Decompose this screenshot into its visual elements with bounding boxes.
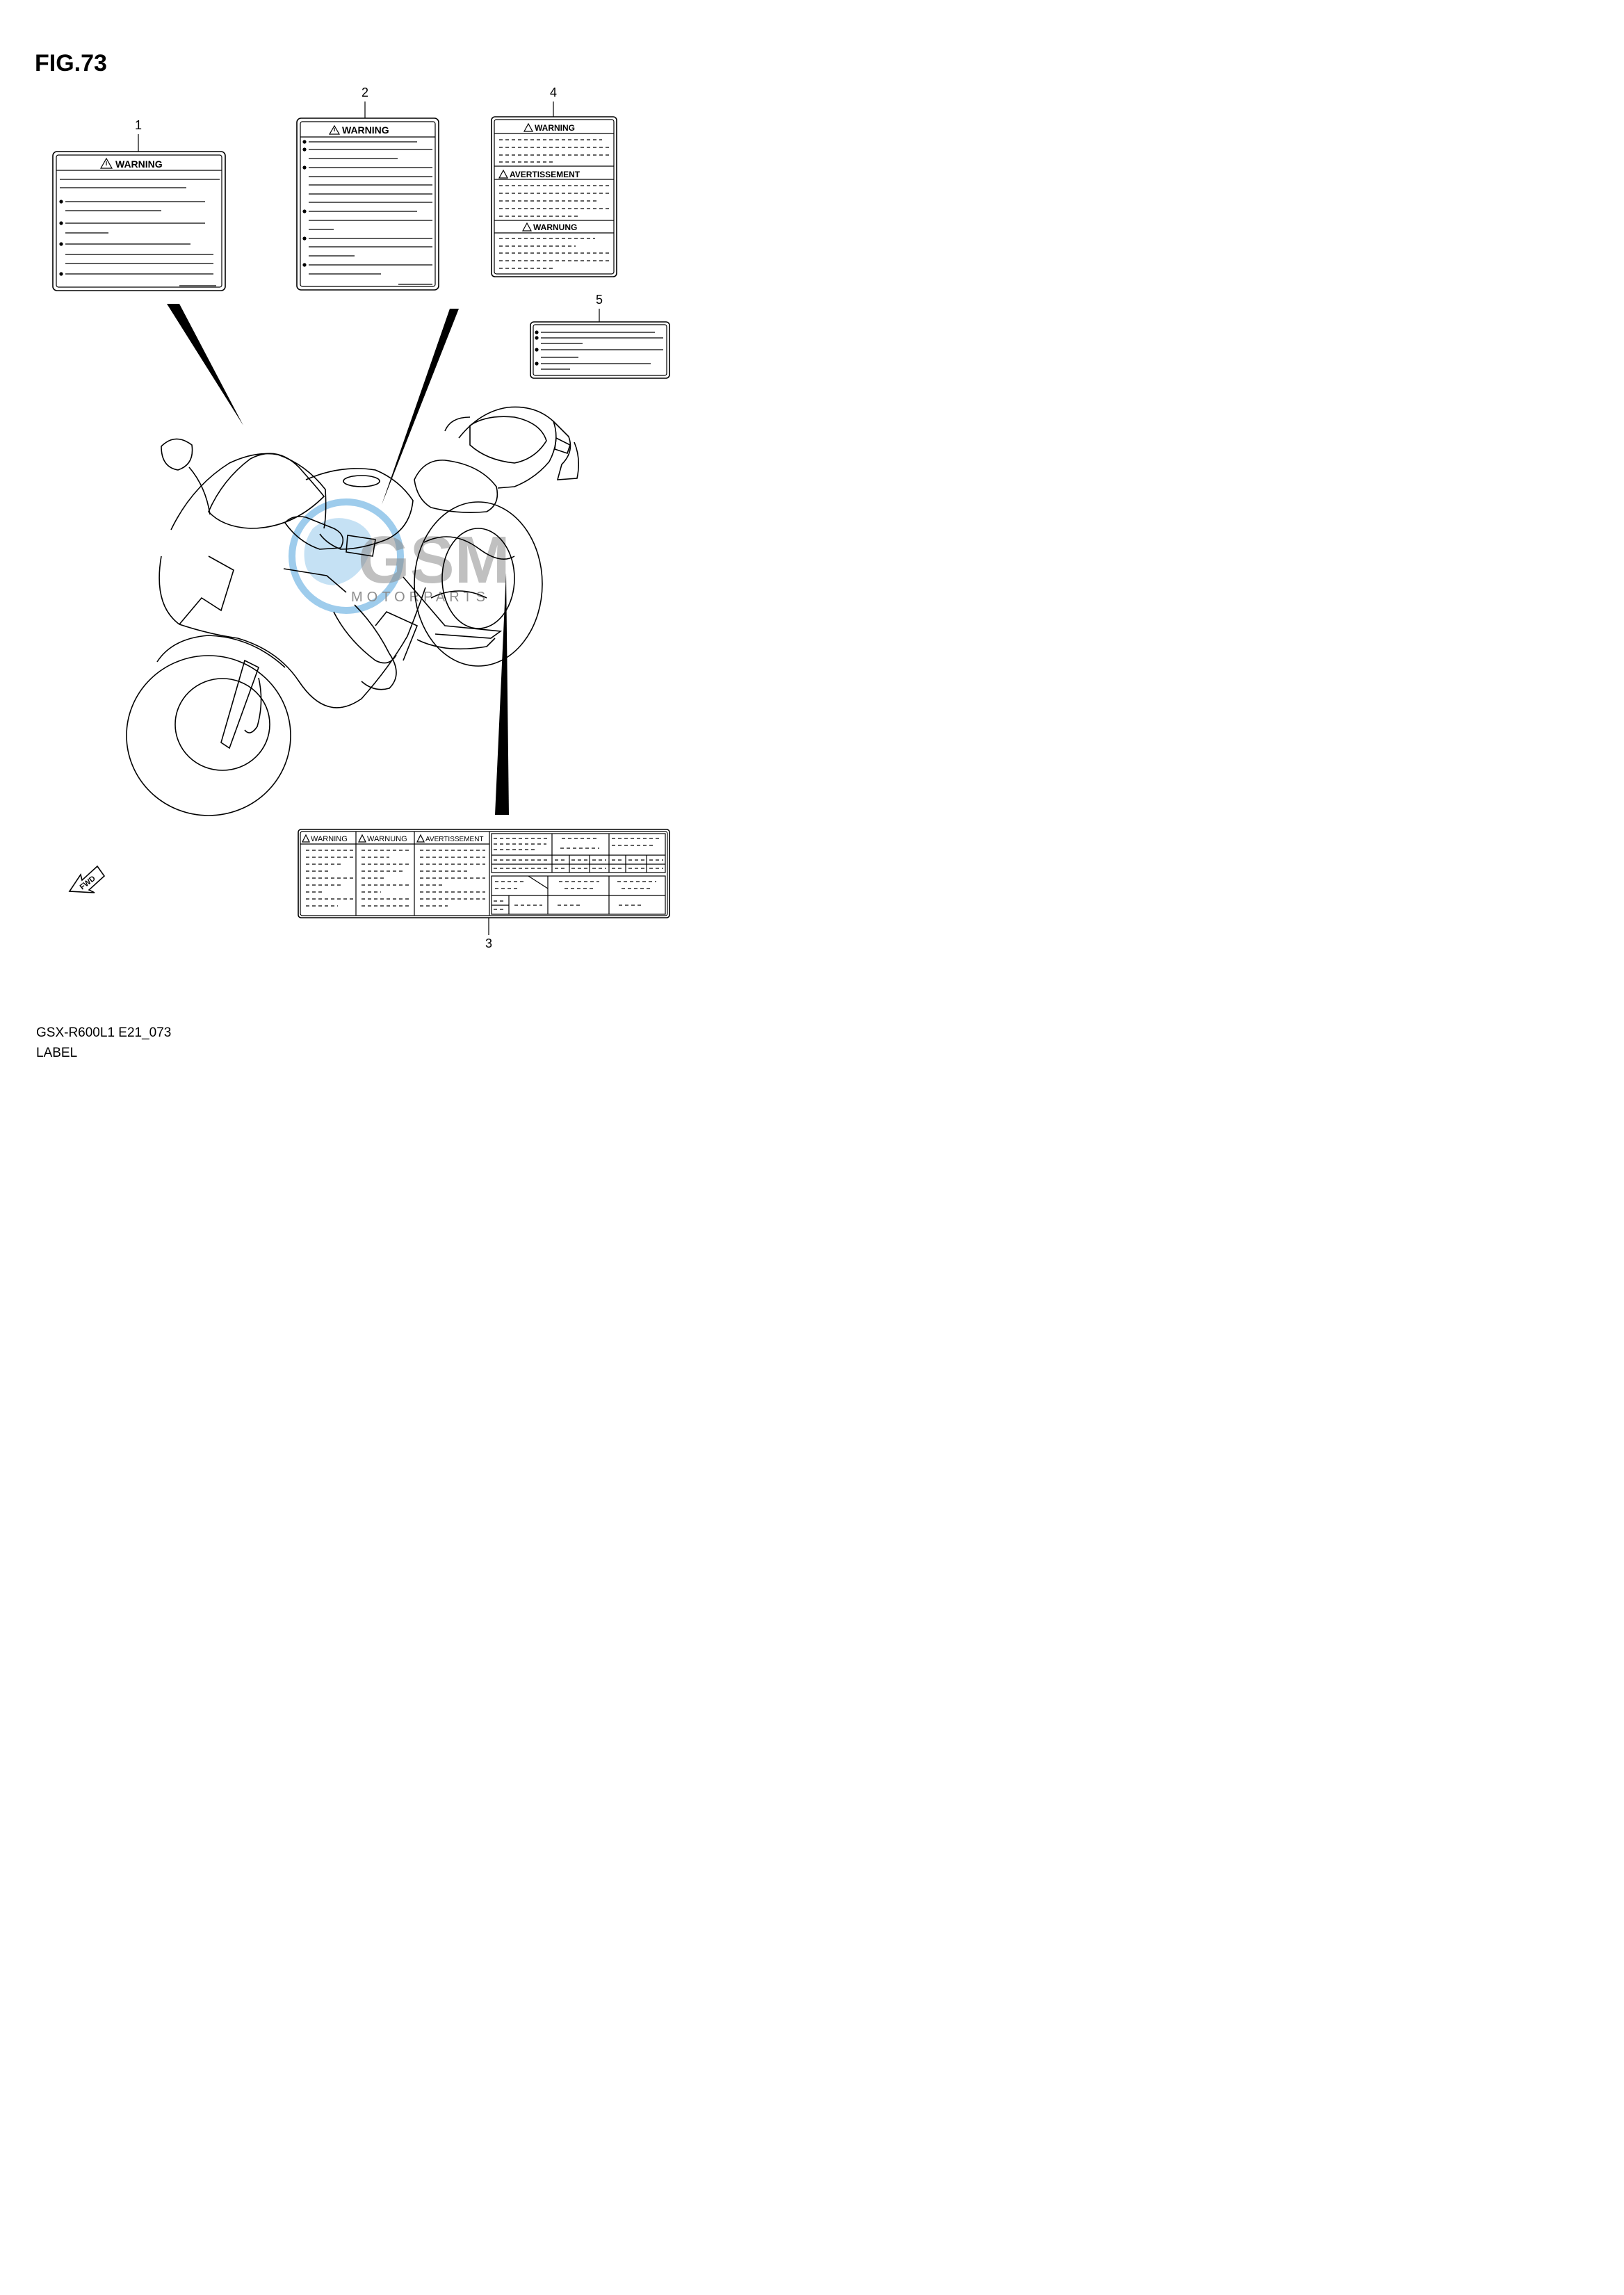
warning-triangle-icon <box>302 834 425 843</box>
model-code: GSX-R600L1 E21_073 <box>36 1025 171 1040</box>
label-4-heading-1: WARNING <box>535 123 575 133</box>
label-3-spec-text <box>494 838 663 910</box>
label-3-heading-2: WARNUNG <box>367 835 407 843</box>
section-name: LABEL <box>36 1046 77 1060</box>
label-2[interactable]: WARNING <box>296 117 439 291</box>
label-3-text-lines <box>306 850 485 907</box>
label-3[interactable]: WARNING WARNUNG AVERTISSEMENT <box>298 829 670 918</box>
pointer-3 <box>495 573 509 815</box>
fwd-arrow-icon: FWD <box>68 865 106 893</box>
label-1[interactable]: WARNING <box>52 151 226 291</box>
label-1-text-lines <box>59 179 220 286</box>
front-wheel <box>126 655 291 816</box>
watermark-text: MOTORPARTS <box>351 590 489 605</box>
label-3-heading-3: AVERTISSEMENT <box>425 836 484 843</box>
motorcycle-illustration <box>126 406 580 816</box>
parts-diagram: FIG.73 WARNING 1 <box>35 50 670 1060</box>
label-3-heading-1: WARNING <box>311 835 348 843</box>
label-1-heading: WARNING <box>115 159 163 170</box>
watermark-letters: GSM <box>358 523 510 597</box>
rear-wheel <box>414 501 543 667</box>
label-5-text-lines <box>535 330 663 370</box>
callout-5: 5 <box>596 293 603 307</box>
warning-triangle-icon <box>328 124 341 135</box>
label-2-heading: WARNING <box>342 124 389 136</box>
callout-1: 1 <box>135 118 142 132</box>
label-4-heading-2: AVERTISSEMENT <box>510 170 580 179</box>
callout-4: 4 <box>550 86 557 99</box>
label-4-heading-3: WARNUNG <box>533 222 577 232</box>
callout-2: 2 <box>362 86 368 99</box>
label-5[interactable] <box>530 321 670 379</box>
label-4-text-lines <box>499 139 612 269</box>
label-4[interactable]: WARNING AVERTISSEMENT WARNUNG <box>491 116 617 277</box>
pointer-1 <box>167 304 243 425</box>
label-3-spec-table <box>491 833 666 915</box>
watermark-logo: GSM MOTORPARTS <box>289 498 510 614</box>
callout-3: 3 <box>485 936 492 950</box>
warning-triangle-icon <box>99 157 113 169</box>
pointer-2 <box>382 309 459 505</box>
figure-title: FIG.73 <box>35 50 107 76</box>
label-2-text-lines <box>302 140 432 285</box>
warning-triangle-icon <box>498 122 534 232</box>
